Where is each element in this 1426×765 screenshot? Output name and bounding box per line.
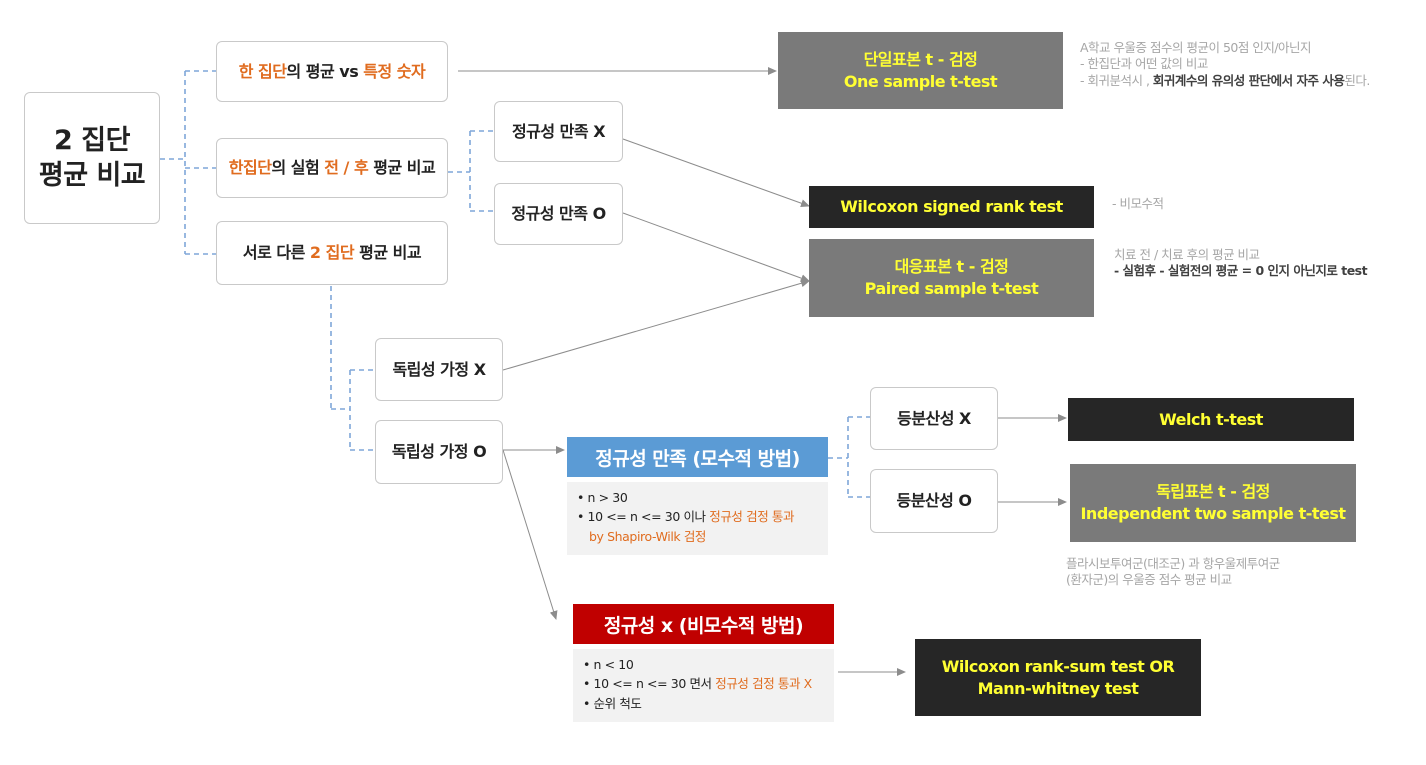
text: 순위 척도	[593, 695, 642, 711]
nonparametric-header: 정규성 x (비모수적 방법)	[573, 604, 834, 644]
label-part: 전 / 후	[324, 158, 369, 177]
node-one-group-vs-value: 한 집단의 평균 vs 특정 숫자	[216, 41, 448, 102]
label-en: One sample t-test	[843, 71, 998, 91]
label-part: 한집단	[228, 158, 272, 177]
label-part: 평균 비교	[368, 158, 436, 177]
condition-item: • 10 <= n <= 30 이나 정규성 검정 통과	[577, 509, 795, 525]
label-ko: 독립표본 t - 검정	[1156, 482, 1270, 502]
note-independent: 플라시보투여군(대조군) 과 항우울제투여군 (환자군)의 우울증 점수 평균 …	[1066, 556, 1280, 589]
text: by Shapiro-Wilk 검정	[589, 528, 707, 544]
root-line-1: 2 집단	[54, 124, 130, 156]
dashed-connectors	[160, 70, 870, 498]
label: 독립성 가정 O	[391, 442, 487, 461]
label-ko: 대응표본 t - 검정	[894, 257, 1009, 277]
label-part: 의 실험	[271, 158, 325, 177]
note-line: - 한집단과 어떤 값의 비교	[1080, 56, 1208, 72]
label-line-1: Wilcoxon rank-sum test OR	[941, 656, 1175, 676]
note-line: 플라시보투여군(대조군) 과 항우울제투여군	[1066, 556, 1280, 571]
label: Wilcoxon signed rank test	[840, 197, 1063, 217]
text: n < 10	[593, 657, 634, 672]
note-line: - 실험후 - 실험전의 평균 = 0 인지 아닌지로 test	[1114, 263, 1368, 279]
condition-item: • n < 10	[583, 657, 634, 672]
note-line: 치료 전 / 치료 후의 평균 비교	[1114, 247, 1260, 262]
text: 정규성 검정 통과 X	[715, 676, 812, 692]
text: n > 30	[587, 490, 628, 505]
label: 정규성 만족 O	[511, 204, 606, 223]
label: 등분산성 O	[896, 491, 972, 510]
label-part: 특정 숫자	[363, 61, 426, 81]
test-wilcoxon-signed-rank: Wilcoxon signed rank test	[809, 186, 1094, 228]
condition-item: • 10 <= n <= 30 면서 정규성 검정 통과 X	[583, 676, 812, 692]
node-independence-yes: 독립성 가정 O	[375, 420, 503, 484]
note-line: - 회귀분석시 , 회귀계수의 유의성 판단에서 자주 사용된다.	[1080, 73, 1370, 89]
label: 정규성 만족 (모수적 방법)	[595, 447, 800, 470]
label-part: 한 집단	[238, 61, 287, 81]
test-welch: Welch t-test	[1068, 398, 1354, 441]
note-nonparametric: - 비모수적	[1112, 196, 1164, 212]
label-part: 서로 다른	[242, 243, 310, 262]
test-paired-sample: 대응표본 t - 검정 Paired sample t-test	[809, 239, 1094, 317]
node-independence-no: 독립성 가정 X	[375, 338, 503, 401]
arrow-connectors	[458, 67, 1067, 676]
text: - 비모수적	[1112, 196, 1164, 211]
label: 정규성 만족 X	[511, 121, 606, 141]
parametric-header: 정규성 만족 (모수적 방법)	[567, 437, 828, 477]
node-before-after: 한집단의 실험 전 / 후 평균 비교	[216, 138, 448, 198]
label: 독립성 가정 X	[392, 359, 486, 379]
label-part: 2 집단	[309, 243, 355, 262]
label: Welch t-test	[1159, 409, 1263, 429]
label-part: 평균 비교	[354, 243, 422, 262]
note-paired: 치료 전 / 치료 후의 평균 비교 - 실험후 - 실험전의 평균 = 0 인…	[1114, 247, 1368, 280]
label-ko: 단일표본 t - 검정	[863, 49, 978, 69]
test-rank-sum: Wilcoxon rank-sum test OR Mann-whitney t…	[915, 639, 1201, 716]
label-part: 의 평균 vs	[286, 61, 364, 81]
condition-item: by Shapiro-Wilk 검정	[577, 527, 818, 546]
root-line-2: 평균 비교	[38, 160, 146, 191]
text: 정규성 검정 통과	[709, 509, 795, 525]
label-en: Independent two sample t-test	[1080, 504, 1346, 523]
text: 된다.	[1344, 72, 1370, 88]
text: 10 <= n <= 30 면서	[593, 676, 716, 692]
node-normality-no: 정규성 만족 X	[494, 101, 623, 162]
label-en: Paired sample t-test	[864, 279, 1039, 298]
node-variance-yes: 등분산성 O	[870, 469, 998, 533]
label: 정규성 x (비모수적 방법)	[603, 614, 804, 637]
parametric-conditions: • n > 30 • 10 <= n <= 30 이나 정규성 검정 통과 by…	[567, 482, 828, 555]
condition-item: • n > 30	[577, 490, 628, 505]
label: 등분산성 X	[897, 408, 971, 428]
text: 회귀계수의 유의성 판단에서 자주 사용	[1152, 72, 1345, 88]
node-two-groups: 서로 다른 2 집단 평균 비교	[216, 221, 448, 285]
text: 10 <= n <= 30 이나	[587, 509, 710, 525]
node-variance-no: 등분산성 X	[870, 387, 998, 450]
test-independent-two-sample: 독립표본 t - 검정 Independent two sample t-tes…	[1070, 464, 1356, 542]
node-normality-yes: 정규성 만족 O	[494, 183, 623, 245]
text: - 회귀분석시 ,	[1080, 72, 1153, 88]
condition-item: • 순위 척도	[583, 695, 642, 711]
note-line: A학교 우울증 점수의 평균이 50점 인지/아닌지	[1080, 40, 1312, 55]
note-line: (환자군)의 우울증 점수 평균 비교	[1066, 572, 1232, 588]
nonparametric-conditions: • n < 10 • 10 <= n <= 30 면서 정규성 검정 통과 X …	[573, 649, 834, 722]
label-line-2: Mann-whitney test	[977, 678, 1139, 698]
test-one-sample: 단일표본 t - 검정 One sample t-test	[778, 32, 1063, 109]
note-one-sample: A학교 우울증 점수의 평균이 50점 인지/아닌지 - 한집단과 어떤 값의 …	[1080, 40, 1370, 89]
